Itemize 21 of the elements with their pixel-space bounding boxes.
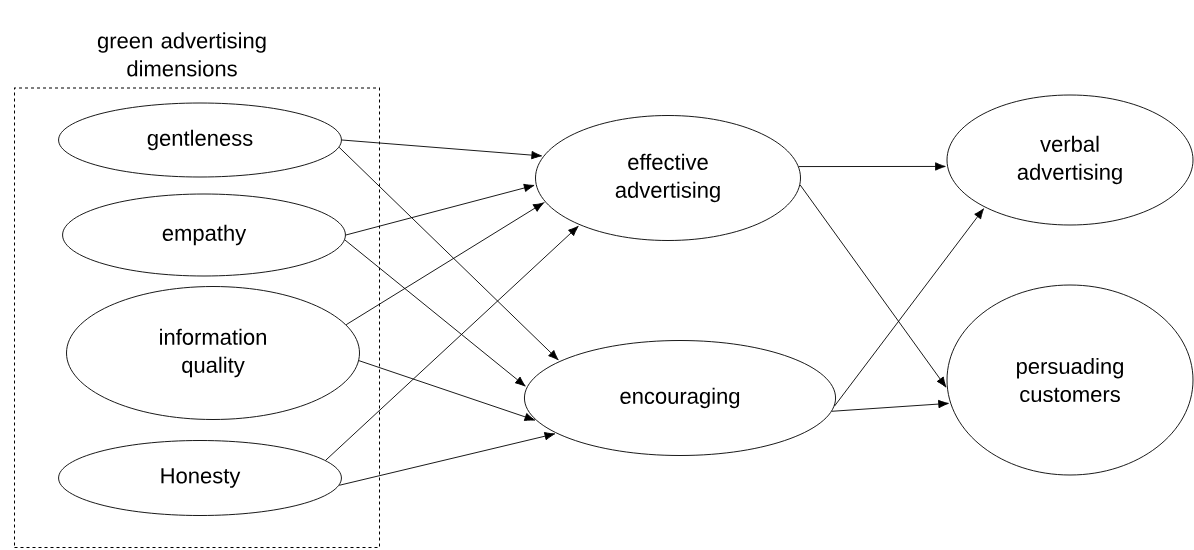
arrow [831,399,949,412]
arrow [341,139,543,160]
ellipse-node: verbal advertising [946,94,1194,226]
ellipse-node: information quality [66,286,360,420]
ellipse-node: persuading customers [946,284,1194,476]
arrow [345,202,544,326]
arrow [325,225,579,461]
arrow [834,208,985,407]
ellipse-node: effective advertising [535,115,801,241]
arrow [345,183,535,236]
arrow [338,432,556,486]
arrow [338,146,559,361]
ellipse-node: Honesty [58,440,342,516]
arrow [344,239,526,387]
arrow [798,162,946,171]
node-label: green advertising dimensions [97,32,266,77]
ellipse-node: gentleness [58,102,342,178]
ellipse-node: encouraging [524,340,837,456]
arrow [799,184,947,388]
arrow [358,360,536,421]
ellipse-node: empathy [62,193,346,277]
